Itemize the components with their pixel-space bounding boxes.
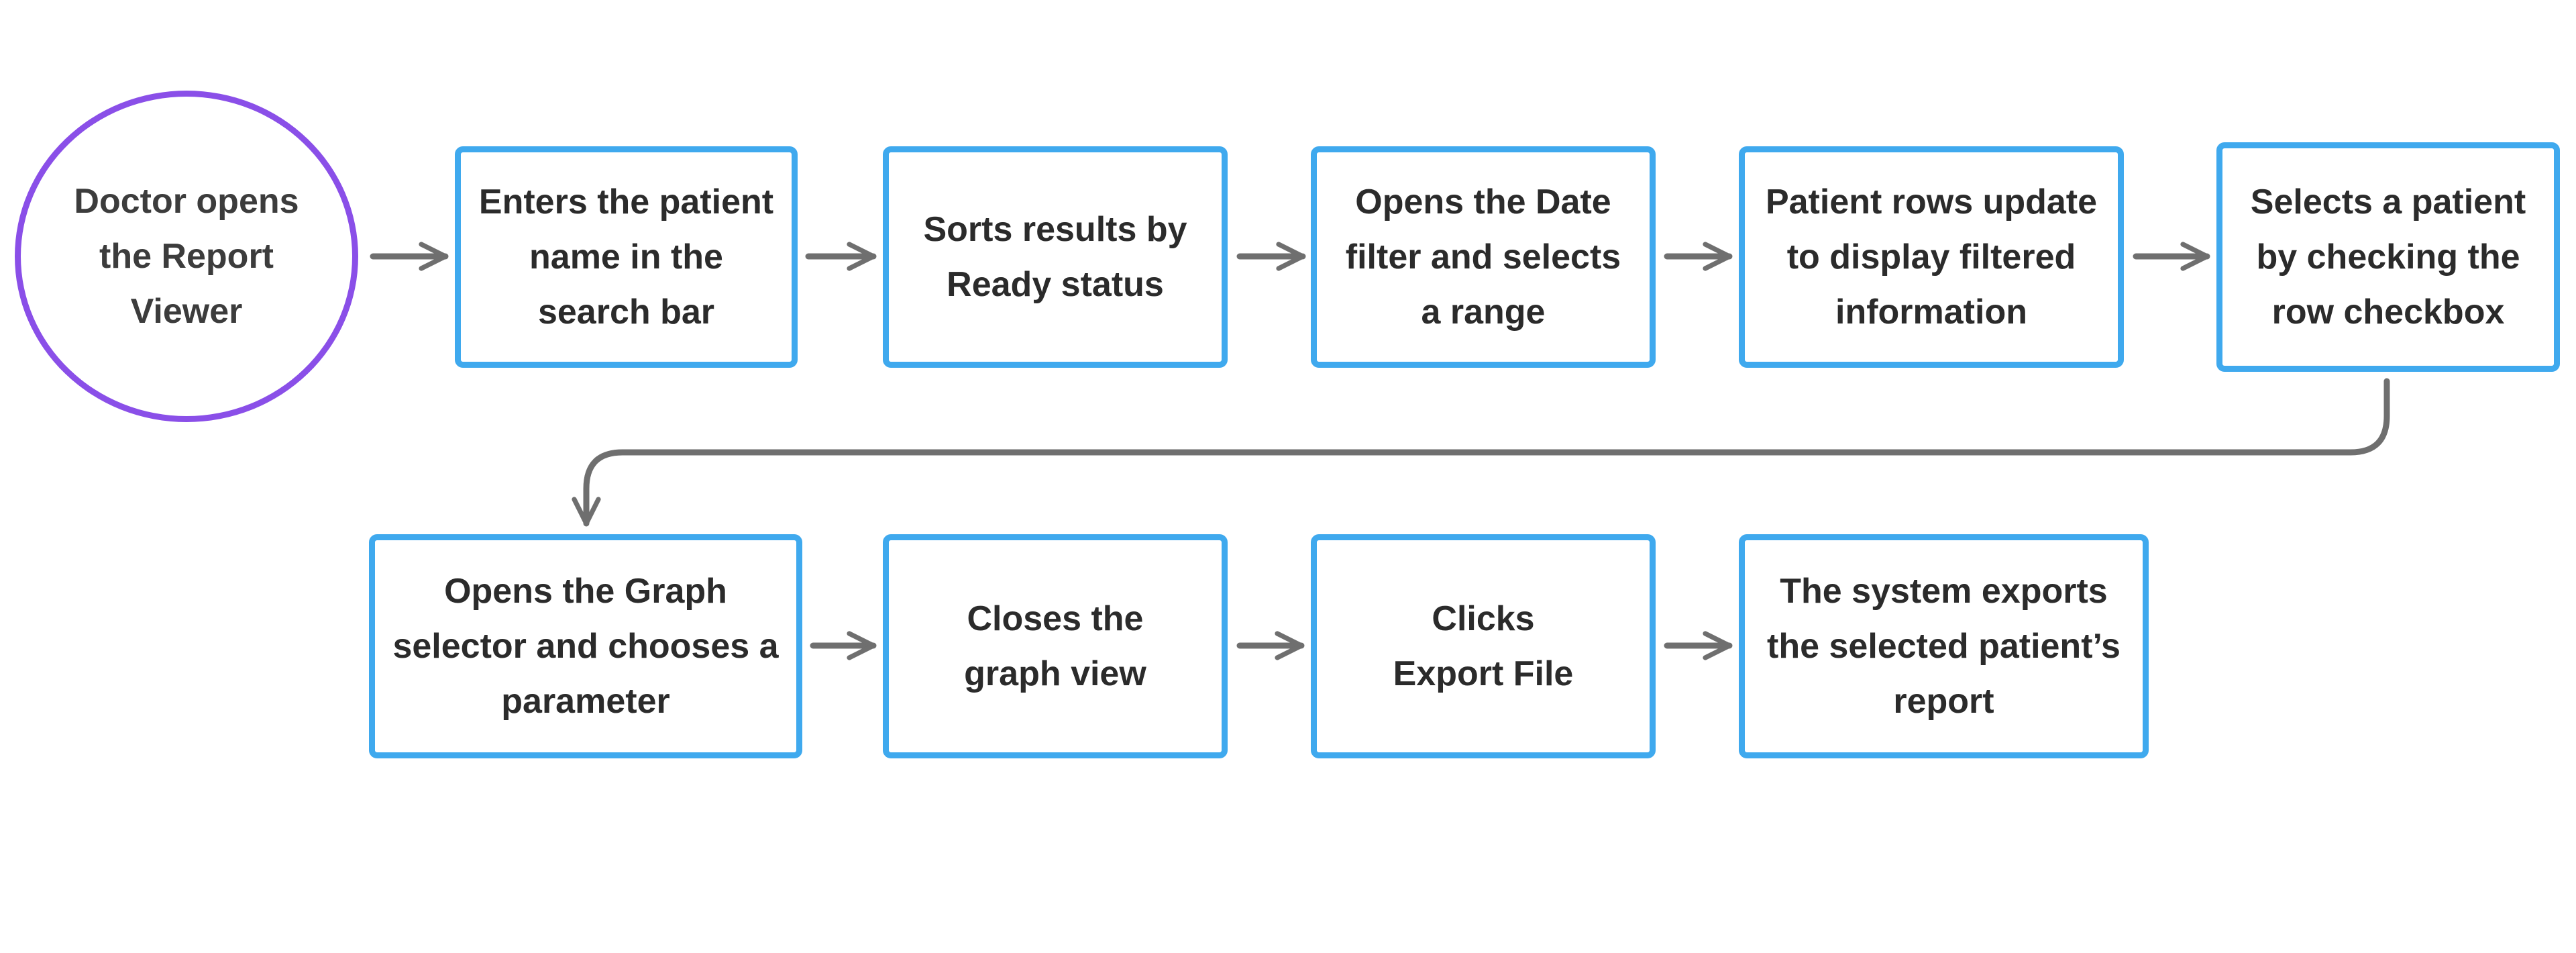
step-5-label: Selects a patient by checking the row ch… — [2250, 183, 2526, 332]
step-3-label: Opens the Date filter and selects a rang… — [1345, 183, 1621, 332]
step-2-node: Sorts results by Ready status — [883, 146, 1228, 368]
arrow-step-5-to-step-6 — [572, 378, 2390, 527]
step-7-label: Closes the graph view — [964, 599, 1146, 693]
step-2-label: Sorts results by Ready status — [923, 210, 1187, 304]
start-node: Doctor opens the Report Viewer — [15, 91, 358, 422]
step-6-node: Opens the Graph selector and chooses a p… — [369, 534, 802, 758]
step-8-node: Clicks Export File — [1311, 534, 1656, 758]
step-4-label: Patient rows update to display filtered … — [1765, 183, 2098, 332]
step-3-node: Opens the Date filter and selects a rang… — [1311, 146, 1656, 368]
start-node-label: Doctor opens the Report Viewer — [74, 182, 299, 331]
step-1-node: Enters the patient name in the search ba… — [455, 146, 798, 368]
step-6-label: Opens the Graph selector and chooses a p… — [392, 572, 779, 721]
step-4-node: Patient rows update to display filtered … — [1739, 146, 2124, 368]
step-1-label: Enters the patient name in the search ba… — [478, 183, 774, 332]
step-7-node: Closes the graph view — [883, 534, 1228, 758]
step-8-label: Clicks Export File — [1393, 599, 1574, 693]
step-9-node: The system exports the selected patient’… — [1739, 534, 2149, 758]
step-9-label: The system exports the selected patient’… — [1767, 572, 2121, 721]
step-5-node: Selects a patient by checking the row ch… — [2216, 142, 2560, 372]
